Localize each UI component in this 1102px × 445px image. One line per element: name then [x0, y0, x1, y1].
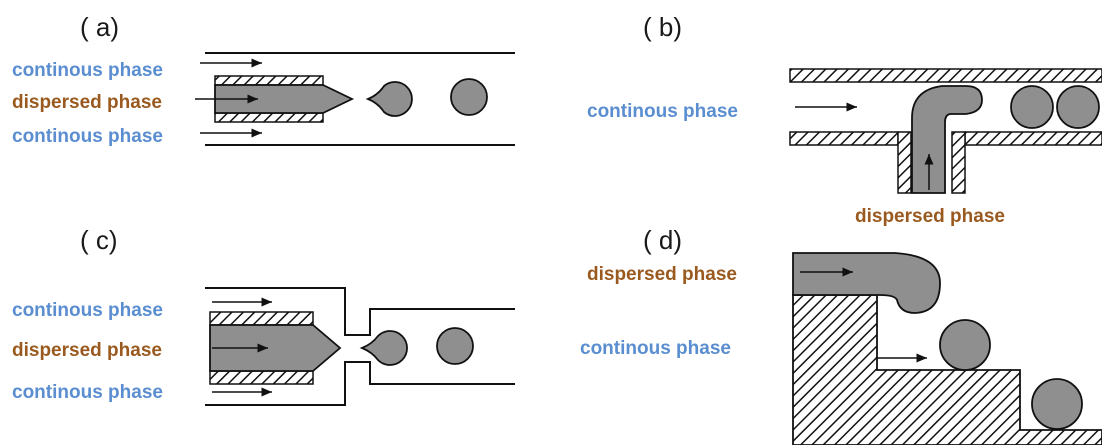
panel-c-label: ( c) [80, 225, 118, 255]
panel-a-label: ( a) [80, 12, 119, 42]
panel-c-dispersed-stream [209, 324, 342, 372]
panel-b-droplet-2 [1056, 85, 1100, 129]
panel-b: ( b) continous phase dispersed phase [587, 12, 1102, 227]
panel-d-droplet-1 [939, 319, 991, 371]
panel-b-inlet-wall-right [951, 131, 966, 194]
panel-a-capillary-wall-top [214, 75, 324, 86]
panel-c-outer-wall-bottom [205, 361, 515, 406]
panel-d-dispersed-stream [792, 252, 941, 314]
panel-b-dispersed-label: dispersed phase [855, 206, 1005, 227]
panel-b-inlet-wall-left [897, 131, 912, 194]
panel-c-dispersed-label: dispersed phase [12, 340, 162, 361]
panel-a-forming-droplet [365, 81, 413, 117]
panel-c: ( c) continous phase dispersed phase con… [12, 225, 515, 406]
panel-d: ( d) dispersed phase continous phase [580, 225, 1102, 445]
panel-a-dispersed-stream [214, 84, 355, 114]
panel-c-droplet [436, 327, 474, 365]
panel-a-top-continuous-label: continous phase [12, 60, 163, 81]
panel-d-droplet-2 [1031, 378, 1083, 430]
panel-a: ( a) continous phase dispersed phase con… [12, 12, 515, 147]
panel-c-bottom-continuous-label: continous phase [12, 382, 163, 403]
panel-b-droplet-1 [1010, 85, 1054, 129]
panel-d-step-substrate [792, 294, 1102, 445]
panel-d-continuous-label: continous phase [580, 338, 731, 359]
panel-b-wall-bottom-right [964, 131, 1102, 146]
panel-c-capillary-wall-top [209, 311, 314, 326]
panel-b-wall-top [789, 68, 1102, 83]
panel-b-label: ( b) [643, 12, 682, 42]
panel-d-dispersed-label: dispersed phase [587, 264, 737, 285]
panel-a-bottom-continuous-label: continous phase [12, 126, 163, 147]
panel-b-wall-bottom-left [789, 131, 899, 146]
panel-c-outer-wall-top [205, 287, 515, 336]
panel-d-label: ( d) [643, 225, 682, 255]
panel-c-capillary-wall-bottom [209, 370, 314, 385]
panel-a-dispersed-label: dispersed phase [12, 92, 162, 113]
panel-b-continuous-label: continous phase [587, 101, 738, 122]
panel-a-droplet [450, 78, 488, 116]
panel-c-forming-droplet [359, 330, 408, 366]
panel-c-top-continuous-label: continous phase [12, 300, 163, 321]
panel-a-capillary-wall-bottom [214, 112, 324, 123]
